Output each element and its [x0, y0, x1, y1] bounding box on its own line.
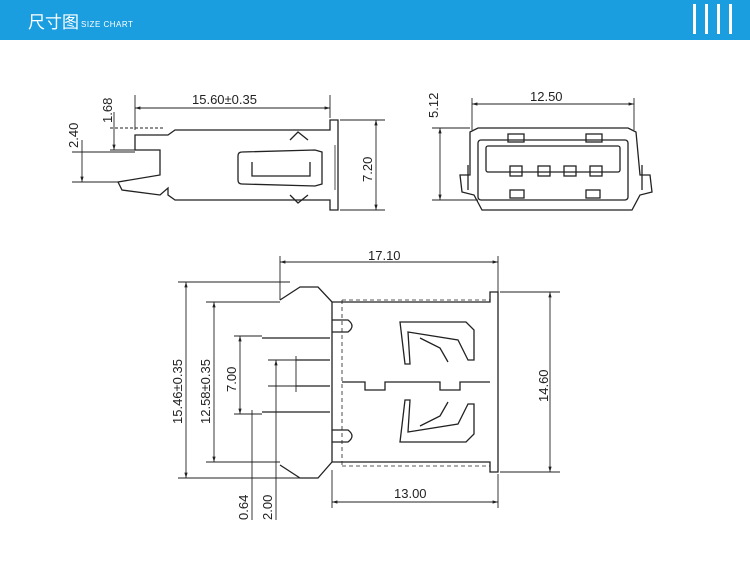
title-subtitle: SIZE CHART: [81, 20, 134, 29]
header-underline: [0, 38, 750, 40]
front-view: [459, 127, 653, 211]
dim-top-overall-length: 17.10: [368, 248, 401, 263]
header-divider-bar: [693, 4, 696, 34]
dim-side-offset-b: 2.40: [66, 123, 81, 148]
header-divider-bar: [705, 4, 708, 34]
dim-side-length: 15.60±0.35: [192, 92, 257, 107]
front-view-dimensions: [432, 98, 635, 201]
dim-side-offset-a: 1.68: [100, 98, 115, 123]
header-divider-bar: [717, 4, 720, 34]
dim-top-pin-width: 0.64: [236, 495, 251, 520]
header-divider-bar: [729, 4, 732, 34]
top-view: [262, 286, 499, 479]
top-view-dimensions: [178, 256, 560, 520]
dim-front-height: 5.12: [426, 93, 441, 118]
dim-top-width: 14.60: [536, 369, 551, 402]
dim-top-body-length: 13.00: [394, 486, 427, 501]
dim-top-outer-width: 15.46±0.35: [170, 359, 185, 424]
side-view-dimensions: [72, 95, 385, 211]
dim-side-height: 7.20: [360, 157, 375, 182]
dim-top-pin-pitch: 2.00: [260, 495, 275, 520]
dim-top-pin-span: 7.00: [224, 367, 239, 392]
side-view: [117, 119, 339, 211]
dim-front-width: 12.50: [530, 89, 563, 104]
title-text: 尺寸图: [28, 13, 79, 33]
dim-top-inner-width: 12.58±0.35: [198, 359, 213, 424]
